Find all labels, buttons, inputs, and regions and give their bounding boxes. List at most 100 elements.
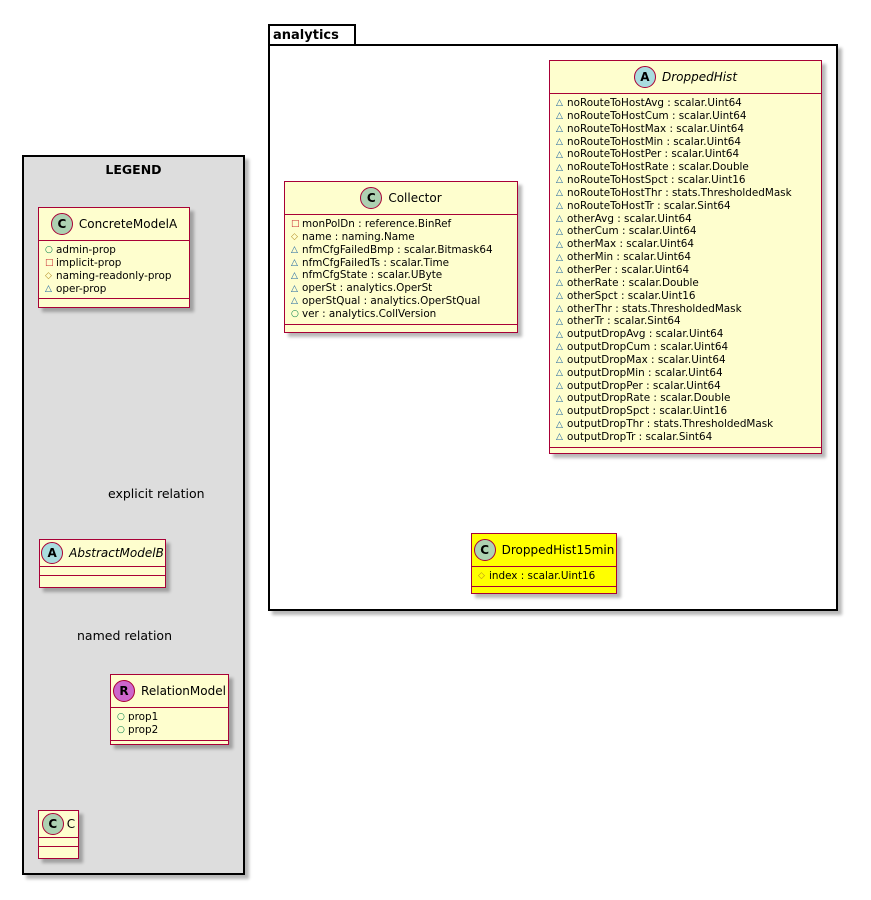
attribute-row: △noRouteToHostAvg : scalar.Uint64 bbox=[556, 97, 821, 110]
attribute-row: ○prop2 bbox=[117, 724, 228, 737]
attribute-text: admin-prop bbox=[56, 244, 116, 256]
attribute-row: △otherThr : stats.ThresholdedMask bbox=[556, 303, 821, 316]
concrete-model-a-class[interactable]: C ConcreteModelA ○admin-prop□implicit-pr… bbox=[38, 207, 190, 308]
collector-class[interactable]: C Collector □monPolDn : reference.BinRef… bbox=[284, 181, 518, 333]
attribute-text: ver : analytics.CollVersion bbox=[302, 307, 437, 320]
package-visibility-icon: △ bbox=[556, 355, 563, 366]
package-visibility-icon: △ bbox=[556, 368, 563, 379]
package-visibility-icon: △ bbox=[556, 291, 563, 302]
attribute-row: △outputDropTr : scalar.Sint64 bbox=[556, 431, 821, 444]
package-visibility-icon: △ bbox=[556, 278, 563, 289]
package-visibility-icon: △ bbox=[556, 316, 563, 327]
package-visibility-icon: △ bbox=[291, 257, 298, 268]
dropped-hist-class[interactable]: A DroppedHist △noRouteToHostAvg : scalar… bbox=[549, 60, 822, 454]
attribute-row: ◇index : scalar.Uint16 bbox=[478, 570, 616, 583]
attribute-text: noRouteToHostThr : stats.ThresholdedMask bbox=[567, 186, 792, 199]
attribute-text: monPolDn : reference.BinRef bbox=[302, 218, 452, 230]
package-visibility-icon: △ bbox=[556, 214, 563, 225]
class-header: C DroppedHist15min bbox=[472, 534, 616, 567]
attribute-list: △noRouteToHostAvg : scalar.Uint64△noRout… bbox=[550, 94, 821, 448]
attribute-row: △ otherRate : scalar.Double bbox=[556, 277, 821, 290]
attribute-list: ○admin-prop□implicit-prop◇naming-readonl… bbox=[39, 241, 189, 300]
attribute-text: noRouteToHostMin : scalar.Uint64 bbox=[567, 135, 741, 148]
class-name: DroppedHist15min bbox=[501, 543, 615, 557]
package-visibility-icon: △ bbox=[556, 98, 563, 109]
attribute-text: implicit-prop bbox=[56, 256, 122, 269]
relation-class-icon: R bbox=[113, 680, 136, 702]
attribute-text: oper-prop bbox=[56, 282, 107, 295]
attribute-row: △ outputDropMin : scalar.Uint64 bbox=[556, 367, 821, 380]
package-visibility-icon: △ bbox=[556, 149, 563, 160]
class-name: DroppedHist bbox=[661, 70, 738, 84]
attribute-text: otherAvg : scalar.Uint64 bbox=[567, 212, 692, 225]
relation-model-class[interactable]: R RelationModel ○prop1○prop2 bbox=[110, 674, 229, 745]
attribute-row: △ noRouteToHostRate : scalar.Double bbox=[556, 161, 821, 174]
method-list bbox=[111, 741, 228, 749]
package-visibility-icon: △ bbox=[556, 124, 563, 135]
package-visibility-icon: △ bbox=[556, 111, 563, 122]
abstract-class-icon: A bbox=[633, 66, 656, 88]
package-visibility-icon: △ bbox=[556, 329, 563, 340]
abstract-model-b-class[interactable]: A AbstractModelB bbox=[39, 539, 166, 588]
attribute-list: ○prop1○prop2 bbox=[111, 708, 228, 741]
attribute-text: nfmCfgFailedTs : scalar.Time bbox=[302, 256, 449, 269]
attribute-text: noRouteToHostRate : scalar.Double bbox=[567, 161, 749, 174]
package-visibility-icon: △ bbox=[556, 226, 563, 237]
method-list bbox=[550, 448, 821, 456]
protected-visibility-icon: ◇ bbox=[45, 271, 52, 282]
protected-visibility-icon: ◇ bbox=[291, 232, 298, 243]
package-visibility-icon: △ bbox=[291, 283, 298, 294]
class-header: C ConcreteModelA bbox=[39, 208, 189, 241]
attribute-row: △operSt : analytics.OperSt bbox=[291, 282, 517, 295]
package-visibility-icon: △ bbox=[556, 188, 563, 199]
public-visibility-icon: ○ bbox=[117, 725, 125, 736]
attribute-text: noRouteToHostTr : scalar.Sint64 bbox=[567, 199, 731, 212]
attribute-row: □implicit-prop bbox=[45, 257, 189, 270]
attribute-text: otherThr : stats.ThresholdedMask bbox=[567, 302, 742, 315]
package-visibility-icon: △ bbox=[556, 380, 563, 391]
attribute-text: outputDropTr : scalar.Sint64 bbox=[567, 430, 713, 443]
method-list bbox=[285, 325, 517, 333]
attribute-text: noRouteToHostPer : scalar.Uint64 bbox=[567, 148, 740, 161]
attribute-row: ◇name : naming.Name bbox=[291, 231, 517, 244]
concrete-class-icon: C bbox=[41, 813, 64, 835]
package-visibility-icon: △ bbox=[556, 342, 563, 353]
attribute-row: △outputDropAvg : scalar.Uint64 bbox=[556, 328, 821, 341]
attribute-text: noRouteToHostMax : scalar.Uint64 bbox=[567, 122, 745, 135]
attribute-text: outputDropCum : scalar.Uint64 bbox=[567, 341, 729, 354]
package-visibility-icon: △ bbox=[556, 175, 563, 186]
attribute-row: □monPolDn : reference.BinRef bbox=[291, 218, 517, 231]
legend-title: LEGEND bbox=[105, 162, 162, 177]
attribute-row: △otherSpct : scalar.Uint16 bbox=[556, 290, 821, 303]
attribute-row: △ oper-prop bbox=[45, 283, 189, 296]
attribute-row: △otherMax : scalar.Uint64 bbox=[556, 238, 821, 251]
attribute-text: outputDropMin : scalar.Uint64 bbox=[567, 366, 723, 379]
attribute-text: outputDropMax : scalar.Uint64 bbox=[567, 353, 726, 366]
attribute-text: otherRate : scalar.Double bbox=[567, 276, 699, 289]
attribute-row: △operStQual : analytics.OperStQual bbox=[291, 295, 517, 308]
attribute-text: otherTr : scalar.Sint64 bbox=[567, 315, 681, 328]
package-visibility-icon: △ bbox=[45, 283, 52, 294]
attribute-row: ○prop1 bbox=[117, 711, 228, 724]
c-class[interactable]: C C bbox=[38, 810, 79, 859]
attribute-list: □monPolDn : reference.BinRef◇name : nami… bbox=[285, 215, 517, 325]
attribute-text: outputDropThr : stats.ThresholdedMask bbox=[567, 418, 774, 431]
package-visibility-icon: △ bbox=[556, 162, 563, 173]
attribute-text: otherPer : scalar.Uint64 bbox=[567, 263, 690, 276]
attribute-row: △ noRouteToHostMax : scalar.Uint64 bbox=[556, 123, 821, 136]
attribute-text: otherCum : scalar.Uint64 bbox=[567, 225, 697, 238]
attribute-text: noRouteToHostCum : scalar.Uint64 bbox=[567, 109, 747, 122]
attribute-text: otherMin : scalar.Uint64 bbox=[567, 251, 691, 264]
private-visibility-icon: □ bbox=[45, 258, 54, 269]
attribute-text: prop2 bbox=[128, 723, 159, 736]
method-list bbox=[472, 587, 616, 593]
attribute-text: otherMax : scalar.Uint64 bbox=[567, 238, 695, 251]
method-list bbox=[39, 299, 189, 307]
attribute-text: noRouteToHostSpct : scalar.Uint16 bbox=[567, 174, 746, 187]
dropped-hist-15min-class[interactable]: C DroppedHist15min ◇index : scalar.Uint1… bbox=[471, 533, 617, 594]
attribute-row: △noRouteToHostMin : scalar.Uint64 bbox=[556, 136, 821, 149]
attribute-row: ○admin-prop bbox=[45, 244, 189, 257]
explicit-relation-label: explicit relation bbox=[108, 486, 205, 501]
class-name: Collector bbox=[388, 191, 442, 205]
attribute-text: outputDropRate : scalar.Double bbox=[567, 392, 731, 405]
